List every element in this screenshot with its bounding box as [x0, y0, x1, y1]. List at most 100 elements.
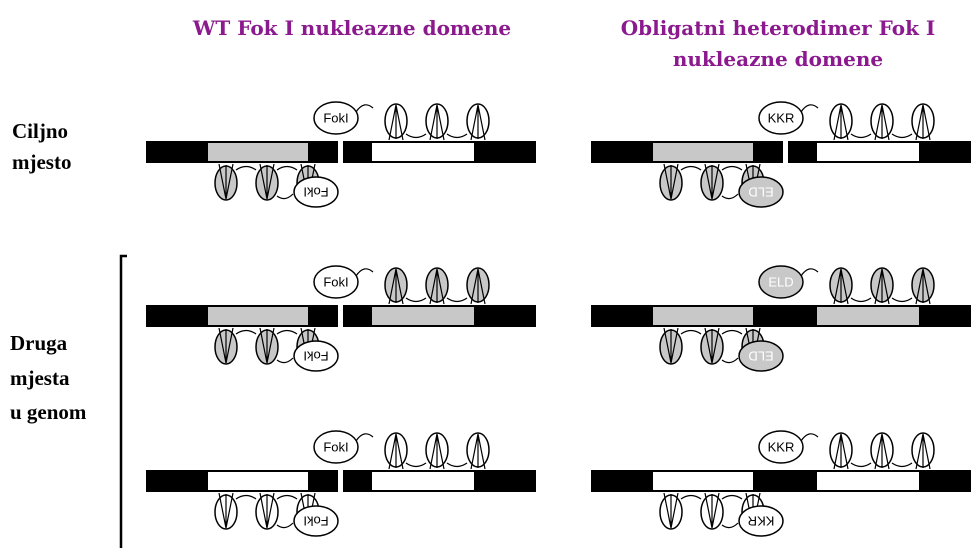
nuclease-domain-bottom [738, 340, 784, 372]
finger-contact-bottom [704, 163, 720, 200]
finger-contact-top [470, 268, 486, 305]
nuclease-label-top: KKR [768, 440, 795, 455]
nuclease-domain-bottom [293, 505, 339, 537]
finger-contact-top [470, 433, 486, 470]
header-heterodimer-line1: Obligatni heterodimer Fok I [621, 16, 936, 40]
nuclease-label-bottom: KKR [748, 514, 775, 529]
finger-linker-top [850, 462, 872, 468]
finger-linker-top [891, 462, 913, 468]
nuclease-label-bottom: FokI [303, 349, 328, 364]
nuclease-domain-bottom [293, 340, 339, 372]
nuclease-domain-top [313, 265, 359, 299]
finger-linker-top [850, 297, 872, 303]
finger-linker-bottom [721, 165, 743, 171]
panel-6: KKR KKR [591, 430, 971, 537]
finger-linker-top [446, 133, 468, 139]
finger-contact-top [429, 433, 445, 470]
domain-linker-top [800, 433, 819, 442]
nuclease-label-top: KKR [768, 111, 795, 126]
domain-linker-top [800, 268, 819, 277]
half-site-right [817, 143, 919, 161]
domain-linker-top [355, 268, 374, 277]
finger-linker-top [891, 133, 913, 139]
header-heterodimer-line2: nukleazne domene [673, 47, 883, 71]
finger-contact-top [915, 104, 931, 141]
row-label-other-2: mjesta [10, 366, 70, 390]
finger-contact-bottom [663, 327, 679, 364]
finger-linker-top [405, 462, 427, 468]
nuclease-label-top: FokI [323, 275, 348, 290]
finger-linker-bottom [721, 494, 743, 500]
half-site-left [208, 472, 308, 490]
row-label-target-1: Ciljno [12, 119, 68, 143]
domain-linker-top [800, 104, 819, 113]
finger-contact-top [388, 433, 404, 470]
half-site-right [372, 143, 474, 161]
finger-linker-bottom [721, 329, 743, 335]
finger-linker-bottom [276, 165, 298, 171]
domain-linker-bottom [721, 193, 739, 200]
row-label-other-1: Druga [10, 331, 68, 355]
finger-linker-top [405, 133, 427, 139]
nuclease-label-top: ELD [768, 275, 793, 290]
half-site-right [817, 472, 919, 490]
finger-contact-bottom [218, 163, 234, 200]
finger-linker-top [850, 133, 872, 139]
finger-contact-top [388, 104, 404, 141]
finger-contact-top [470, 104, 486, 141]
half-site-left [653, 307, 753, 325]
half-site-right [817, 307, 919, 325]
finger-contact-bottom [259, 163, 275, 200]
finger-contact-bottom [259, 327, 275, 364]
half-site-left [208, 143, 308, 161]
half-site-left [653, 143, 753, 161]
nuclease-label-bottom: FokI [303, 514, 328, 529]
nuclease-domain-bottom [293, 176, 339, 208]
nuclease-label-bottom: ELD [748, 185, 773, 200]
domain-linker-bottom [721, 357, 739, 364]
nuclease-label-bottom: FokI [303, 185, 328, 200]
panel-2: KKR ELD [591, 101, 971, 208]
half-site-right [372, 472, 474, 490]
domain-linker-bottom [276, 193, 294, 200]
half-site-left [653, 472, 753, 490]
finger-linker-bottom [235, 329, 257, 335]
finger-contact-top [915, 268, 931, 305]
panel-4: ELD ELD [591, 265, 971, 372]
dna-gap [338, 469, 343, 493]
finger-contact-bottom [218, 327, 234, 364]
domain-linker-top [355, 104, 374, 113]
domain-linker-bottom [721, 522, 739, 529]
finger-contact-bottom [704, 327, 720, 364]
finger-contact-top [429, 268, 445, 305]
nuclease-domain-top [313, 430, 359, 464]
domain-linker-bottom [276, 522, 294, 529]
finger-linker-top [891, 297, 913, 303]
row-label-other-3: u genom [10, 400, 87, 424]
panel-3: FokI FokI [146, 265, 536, 372]
finger-linker-top [446, 462, 468, 468]
nuclease-domain-top [758, 430, 804, 464]
finger-contact-bottom [704, 492, 720, 529]
half-site-left [208, 307, 308, 325]
half-site-right [372, 307, 474, 325]
finger-linker-top [446, 297, 468, 303]
finger-contact-top [833, 433, 849, 470]
panels: FokIFokIKKRELDFokIFokIELDELDFokIFokIKKRK… [146, 101, 971, 537]
finger-contact-top [833, 104, 849, 141]
finger-contact-top [429, 104, 445, 141]
header-wt: WT Fok I nukleazne domene [192, 16, 511, 40]
dna-gap [338, 140, 343, 164]
nuclease-label-bottom: ELD [748, 349, 773, 364]
finger-contact-top [915, 433, 931, 470]
finger-contact-top [874, 268, 890, 305]
dna-gap [783, 140, 788, 164]
finger-linker-bottom [276, 494, 298, 500]
nuclease-domain-top [758, 265, 804, 299]
nuclease-domain-top [313, 101, 359, 135]
domain-linker-top [355, 433, 374, 442]
finger-linker-bottom [680, 165, 702, 171]
finger-linker-top [405, 297, 427, 303]
